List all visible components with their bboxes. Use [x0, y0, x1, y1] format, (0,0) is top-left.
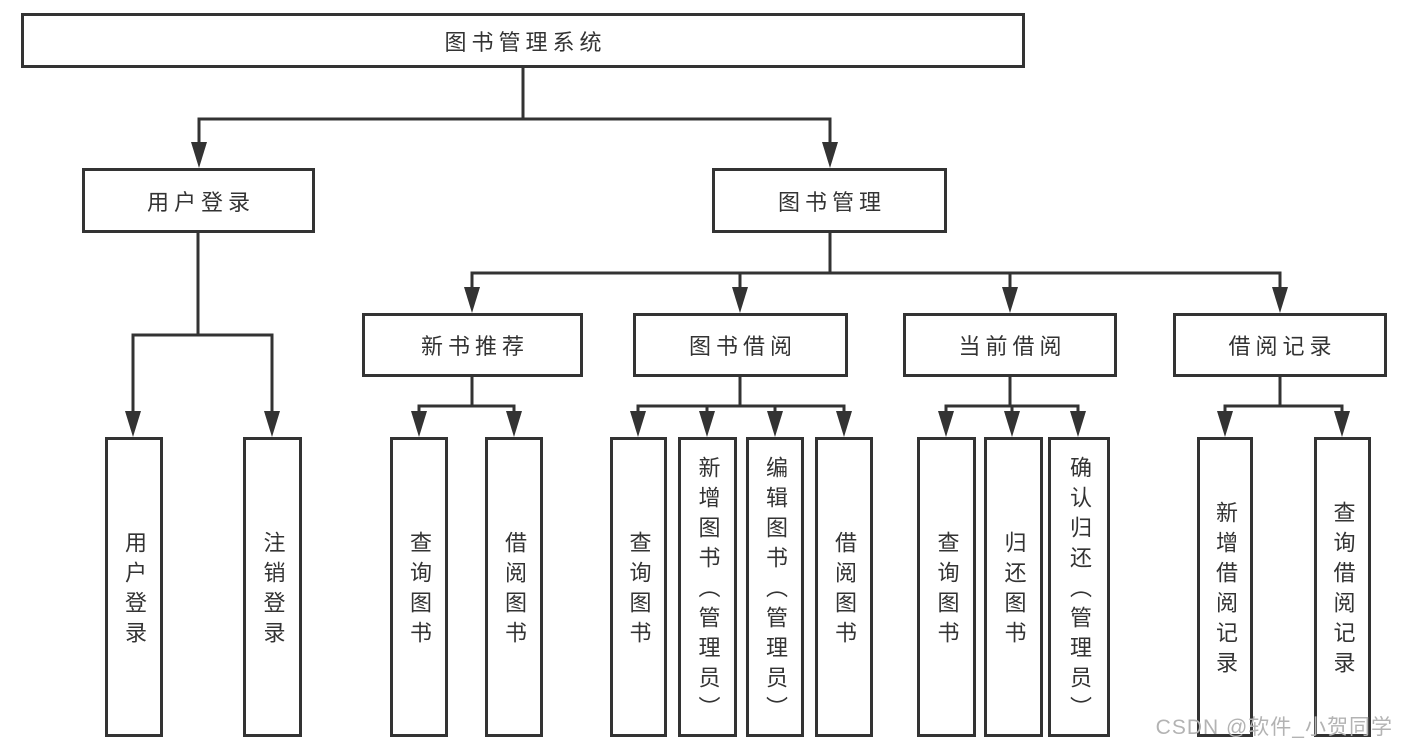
node-label: 借阅记录 — [1228, 334, 1337, 359]
node-label: 确认归还（管理员） — [1067, 456, 1092, 726]
node-current-borrowing: 当前借阅 — [903, 313, 1117, 377]
node-label: 新增图书（管理员） — [695, 456, 721, 726]
node-label: 图书管理 — [777, 189, 886, 215]
node-book-management: 图书管理 — [712, 168, 947, 233]
node-borrow-books-2: 借阅图书 — [815, 437, 873, 737]
node-label: 用户登录 — [146, 189, 255, 215]
watermark-text: CSDN @软件_小贺同学 — [1155, 716, 1393, 739]
node-label: 当前借阅 — [958, 334, 1067, 359]
node-label: 借阅图书 — [832, 531, 857, 651]
node-query-books-2: 查询图书 — [610, 437, 667, 737]
node-user-login: 用户登录 — [105, 437, 163, 737]
node-edit-book-admin: 编辑图书（管理员） — [746, 437, 804, 737]
node-add-borrow-record: 新增借阅记录 — [1197, 437, 1253, 737]
node-label: 查询图书 — [407, 531, 432, 651]
node-return-books: 归还图书 — [984, 437, 1043, 737]
node-book-borrowing: 图书借阅 — [633, 313, 848, 377]
node-borrowing-records: 借阅记录 — [1173, 313, 1387, 377]
node-label: 注销登录 — [260, 531, 286, 651]
node-label: 借阅图书 — [502, 531, 527, 651]
node-label: 用户登录 — [122, 531, 147, 651]
node-label: 新增借阅记录 — [1213, 501, 1238, 681]
node-label: 查询图书 — [626, 531, 652, 651]
node-label: 图书借阅 — [688, 334, 797, 359]
node-label: 归还图书 — [1001, 531, 1027, 651]
node-query-books-1: 查询图书 — [390, 437, 448, 737]
node-user-login-branch: 用户登录 — [82, 168, 315, 233]
node-borrow-books-1: 借阅图书 — [485, 437, 543, 737]
node-label: 查询借阅记录 — [1330, 501, 1356, 681]
node-label: 图书管理系统 — [444, 29, 607, 55]
node-new-book-recommendation: 新书推荐 — [362, 313, 583, 377]
node-label: 新书推荐 — [420, 334, 529, 359]
node-query-borrow-record: 查询借阅记录 — [1314, 437, 1371, 737]
node-logout-login: 注销登录 — [243, 437, 302, 737]
node-query-books-3: 查询图书 — [917, 437, 976, 737]
node-label: 查询图书 — [934, 531, 960, 651]
node-library-management-system: 图书管理系统 — [21, 13, 1025, 68]
node-confirm-return-admin: 确认归还（管理员） — [1048, 437, 1110, 737]
node-label: 编辑图书（管理员） — [763, 456, 788, 726]
node-add-book-admin: 新增图书（管理员） — [678, 437, 737, 737]
